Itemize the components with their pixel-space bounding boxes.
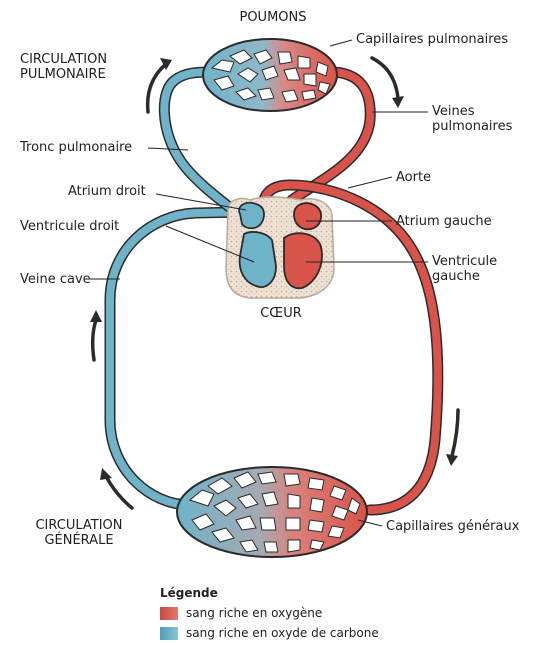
atrium-droit-chamber bbox=[239, 203, 264, 229]
ventricule-droit-chamber bbox=[240, 232, 276, 287]
label-ventricule-gauche-line1: Ventricule bbox=[432, 254, 497, 269]
label-ventricule-gauche-line2: gauche bbox=[432, 269, 497, 284]
legend-label-oxygen: sang riche en oxygène bbox=[186, 606, 322, 620]
label-poumons: POUMONS bbox=[228, 10, 318, 25]
label-ventricule-gauche: Ventricule gauche bbox=[432, 254, 497, 284]
legend-label-co2: sang riche en oxyde de carbone bbox=[186, 626, 379, 640]
poumons-capillaires bbox=[203, 39, 337, 111]
label-atrium-gauche: Atrium gauche bbox=[396, 214, 492, 229]
capillaires-generaux-bed bbox=[177, 467, 367, 557]
atrium-gauche-chamber bbox=[294, 203, 321, 229]
label-veines-pulmonaires: Veines pulmonaires bbox=[432, 104, 512, 134]
label-capillaires-pulmonaires: Capillaires pulmonaires bbox=[356, 32, 508, 47]
label-circulation-pulmonaire: CIRCULATION PULMONAIRE bbox=[20, 52, 107, 82]
label-tronc-pulmonaire: Tronc pulmonaire bbox=[20, 140, 132, 155]
label-circulation-generale-line1: CIRCULATION bbox=[20, 518, 138, 533]
label-capillaires-generaux: Capillaires généraux bbox=[386, 519, 519, 534]
legend-swatch-co2 bbox=[160, 627, 178, 640]
label-circulation-generale-line2: GÉNÉRALE bbox=[20, 533, 138, 548]
label-veines-pulmonaires-line1: Veines bbox=[432, 104, 512, 119]
legend-swatch-oxygen bbox=[160, 607, 178, 620]
label-veines-pulmonaires-line2: pulmonaires bbox=[432, 119, 512, 134]
label-circulation-generale: CIRCULATION GÉNÉRALE bbox=[20, 518, 138, 548]
label-aorte: Aorte bbox=[396, 170, 431, 185]
label-atrium-droit: Atrium droit bbox=[68, 184, 146, 199]
legend-title: Légende bbox=[160, 586, 218, 600]
label-veine-cave: Veine cave bbox=[20, 272, 91, 287]
coeur-graphic bbox=[226, 197, 334, 298]
label-circulation-pulmonaire-line2: PULMONAIRE bbox=[20, 67, 107, 82]
label-coeur: CŒUR bbox=[246, 306, 316, 321]
label-ventricule-droit: Ventricule droit bbox=[20, 219, 119, 234]
label-circulation-pulmonaire-line1: CIRCULATION bbox=[20, 52, 107, 67]
veine-cave-vessel bbox=[110, 212, 245, 505]
